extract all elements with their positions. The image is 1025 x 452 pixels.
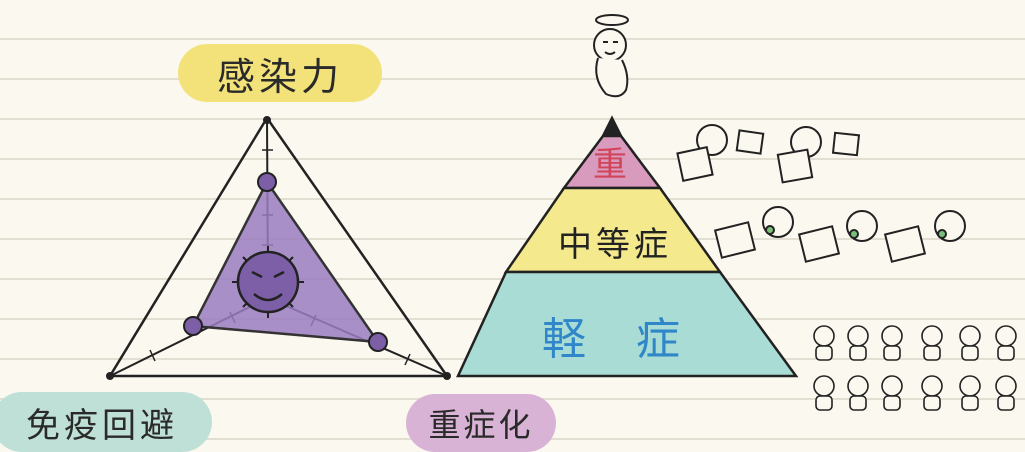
virus-character-icon: [232, 246, 304, 318]
severity-label: 重症化: [406, 394, 556, 452]
pyramid-tip: [600, 115, 624, 138]
person-icon: [847, 325, 869, 361]
person-icon: [959, 375, 981, 411]
pyramid-top-label: 重: [593, 144, 627, 185]
patient-figure-icon: [776, 126, 861, 184]
mild-case-figures-grid: [813, 325, 1017, 411]
radar-outer-triangle: [107, 115, 450, 378]
patient-figure-icon: [676, 124, 765, 182]
angel-character-icon: [593, 14, 629, 98]
immune-escape-label: 免疫回避: [0, 392, 212, 452]
person-icon: [847, 375, 869, 411]
person-icon: [813, 375, 835, 411]
person-icon: [995, 375, 1017, 411]
radar-right-dot: [443, 372, 451, 380]
person-icon: [881, 325, 903, 361]
pyramid-middle-label: 中等症: [558, 224, 672, 265]
patient-figure-icon: [797, 210, 878, 263]
radar-vertex-markers: [183, 172, 388, 352]
patient-figure-icon: [713, 206, 794, 259]
infectivity-label: 感染力: [178, 44, 382, 102]
radar-apex-dot: [263, 116, 271, 124]
person-icon: [995, 325, 1017, 361]
person-icon: [959, 325, 981, 361]
pyramid-tier-bottom: [456, 270, 799, 378]
radar-left-dot: [106, 372, 114, 380]
patient-figures-group: [676, 124, 966, 263]
pyramid-bottom-label: 軽 症: [542, 314, 698, 365]
person-icon: [813, 325, 835, 361]
person-icon: [921, 375, 943, 411]
person-icon: [881, 375, 903, 411]
severity-pyramid: [456, 115, 799, 378]
patient-figure-icon: [883, 210, 966, 263]
radar-diagram: [106, 115, 451, 380]
person-icon: [921, 325, 943, 361]
